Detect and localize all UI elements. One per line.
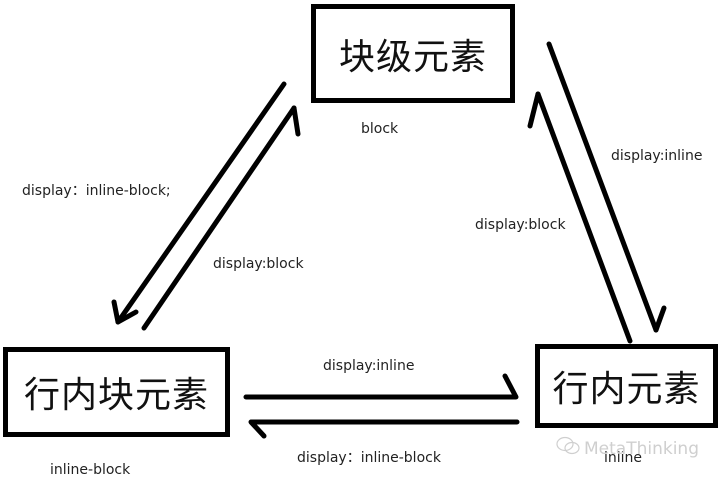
arrow-head-block-to-inline-block (111, 299, 139, 325)
arrow-block-to-inline (546, 41, 659, 333)
edge-label-inline-block-to-block: display:block (213, 256, 304, 272)
edge-label-inline-to-inline-block: display：inline-block (297, 450, 441, 466)
node-block-caption: block (361, 121, 399, 137)
node-inline-block: 行内块元素 (3, 347, 230, 437)
arrow-inline-block-to-inline (243, 373, 519, 400)
arrow-block-to-inline-block (115, 81, 287, 325)
node-inline: 行内元素 (535, 344, 718, 428)
edge-label-block-to-inline: display:inline (611, 148, 703, 164)
arrow-head-inline-to-block (527, 91, 541, 129)
arrow-inline-block-to-block (141, 105, 297, 331)
watermark: MetaThinking (556, 436, 699, 461)
node-inline-block-caption: inline-block (50, 462, 131, 478)
node-inline-title: 行内元素 (552, 369, 701, 410)
arrow-inline-to-inline-block (248, 419, 520, 439)
node-block: 块级元素 (311, 4, 515, 103)
wechat-icon (556, 436, 580, 461)
edge-label-block-to-inline-block: display：inline-block; (22, 183, 171, 199)
arrow-head-inline-block-to-block (291, 105, 301, 137)
node-inline-block-title: 行内块元素 (23, 375, 209, 416)
watermark-text: MetaThinking (584, 438, 699, 459)
node-block-title: 块级元素 (338, 36, 487, 78)
node-inline-caption: inline (604, 450, 643, 466)
arrow-inline-to-block (535, 91, 633, 344)
edge-label-inline-block-to-inline: display:inline (323, 358, 415, 374)
edge-label-inline-to-block: display:block (475, 217, 566, 233)
arrow-head-block-to-inline (653, 305, 667, 333)
